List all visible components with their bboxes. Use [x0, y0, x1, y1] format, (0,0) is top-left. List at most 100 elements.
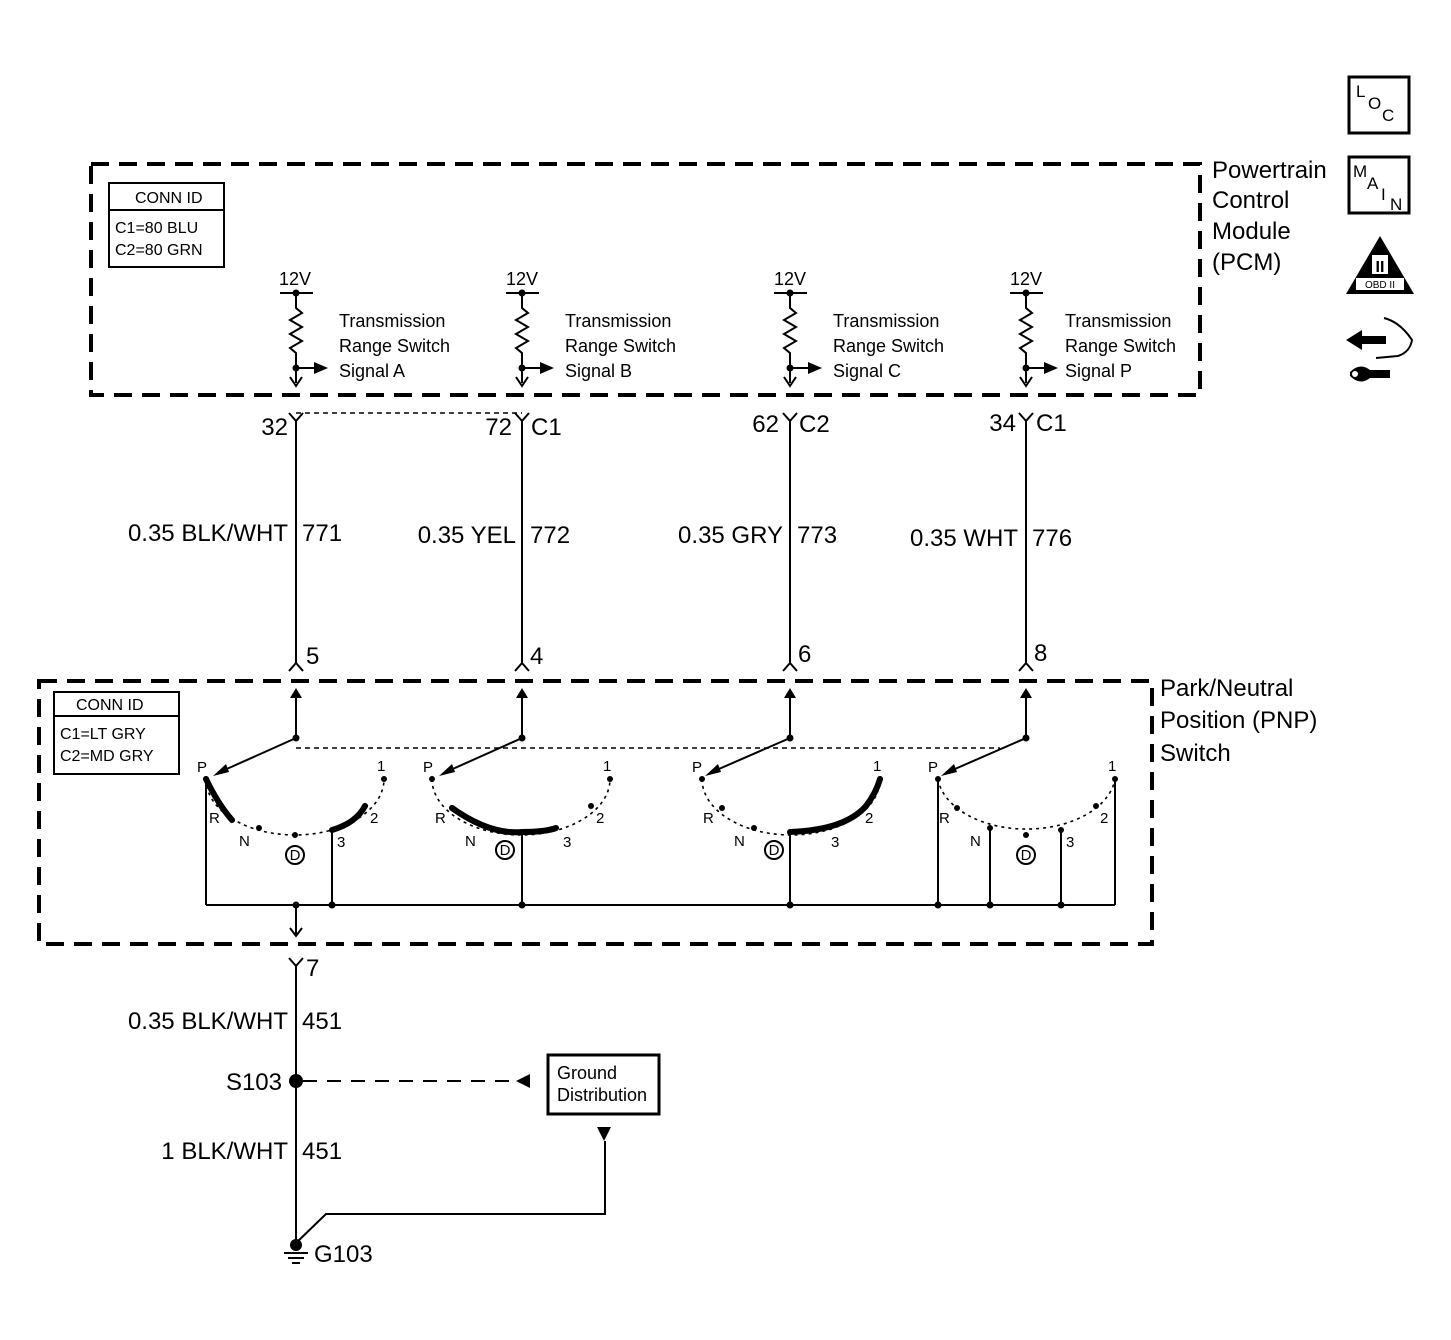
position-label-3: 3	[337, 834, 345, 851]
position-label-n: N	[239, 833, 250, 850]
svg-text:O: O	[1368, 94, 1381, 113]
signal-label-line-1: Transmission	[339, 311, 445, 331]
position-label-n: N	[734, 833, 745, 850]
ground-symbol-icon	[284, 1239, 308, 1264]
signal-label-line-1: Transmission	[565, 311, 671, 331]
pcm-connector-label: C2	[799, 411, 830, 438]
ground-wire-2-circuit: 451	[302, 1138, 342, 1165]
wire-gauge-color: 0.35 YEL	[418, 522, 516, 549]
wire-gauge-color: 0.35 WHT	[910, 525, 1018, 552]
pcm-title-line-3: Module	[1212, 218, 1291, 245]
signal-wires: 0.35 BLK/WHT 771 0.35 YEL 772 0.35 GRY 7…	[128, 421, 1072, 664]
pcm-title-line-4: (PCM)	[1212, 249, 1281, 276]
pcm-title-line-2: Control	[1212, 187, 1289, 214]
voltage-label: 12V	[506, 269, 538, 289]
signal-label-line-1: Transmission	[1065, 311, 1171, 331]
pnp-contact-p: P R N D 3 2 1	[928, 688, 1118, 909]
splice-label: S103	[226, 1069, 282, 1096]
signal-label-line-2: Range Switch	[339, 336, 450, 356]
wire-circuit-number: 773	[797, 522, 837, 549]
pnp-conn-id-title: CONN ID	[76, 697, 144, 714]
wire-circuit-number: 771	[302, 520, 342, 547]
position-label-1: 1	[603, 758, 611, 775]
pnp-title-line-2: Position (PNP)	[1160, 707, 1317, 734]
signal-label-line-3: Signal P	[1065, 361, 1132, 381]
position-label-2: 2	[370, 810, 378, 827]
svg-text:C: C	[1382, 106, 1394, 125]
position-label-2: 2	[865, 810, 873, 827]
position-label-d: D	[500, 842, 511, 859]
wire-circuit-number: 776	[1032, 525, 1072, 552]
signal-label-line-3: Signal C	[833, 361, 901, 381]
diagnostic-tool-icon[interactable]	[1346, 317, 1414, 382]
pnp-pin-label: 4	[530, 643, 543, 670]
position-label-3: 3	[1066, 834, 1074, 851]
svg-text:A: A	[1367, 174, 1379, 193]
position-label-n: N	[465, 833, 476, 850]
position-label-r: R	[703, 810, 714, 827]
position-label-p: P	[692, 759, 702, 776]
obd-ii-icon[interactable]: II OBD II	[1346, 236, 1414, 294]
pcm-signal-c: 12V Transmission Range Switch Signal C	[774, 269, 944, 388]
pnp-conn-id: CONN ID C1=LT GRY C2=MD GRY	[53, 691, 180, 775]
pcm-signal-p: 12V Transmission Range Switch Signal P	[1010, 269, 1176, 388]
signal-label-line-2: Range Switch	[565, 336, 676, 356]
pnp-conn-id-line-2: C2=MD GRY	[60, 748, 154, 765]
wire-circuit-number: 772	[530, 522, 570, 549]
ground-distribution-box: Ground Distribution	[546, 1053, 661, 1116]
splice-s103	[289, 1074, 303, 1088]
ground-pin-label: 7	[306, 955, 319, 982]
pnp-connector-pins: 5 4 6 8	[288, 640, 1047, 672]
pcm-pin-label: 32	[261, 414, 288, 441]
position-label-1: 1	[1108, 758, 1116, 775]
position-label-2: 2	[1100, 810, 1108, 827]
pnp-pin-label: 5	[306, 643, 319, 670]
signal-label-line-2: Range Switch	[833, 336, 944, 356]
position-label-r: R	[209, 810, 220, 827]
pnp-title-line-1: Park/Neutral	[1160, 675, 1293, 702]
position-label-d: D	[290, 847, 301, 864]
position-label-2: 2	[596, 810, 604, 827]
pcm-conn-id: CONN ID C1=80 BLU C2=80 GRN	[108, 182, 225, 268]
position-label-d: D	[1021, 847, 1032, 864]
ground-circuit: 7 0.35 BLK/WHT 451 S103 Ground Distribut…	[128, 955, 661, 1268]
svg-text:L: L	[1356, 82, 1365, 101]
pnp-contact-a: P R N D 3 2 1	[197, 688, 387, 909]
pcm-connector-label: C1	[1036, 410, 1067, 437]
main-icon[interactable]: M A I N	[1347, 155, 1411, 215]
pcm-pin-label: 72	[485, 414, 512, 441]
ground-wire-1-gauge-color: 0.35 BLK/WHT	[128, 1008, 288, 1035]
svg-text:OBD II: OBD II	[1365, 280, 1395, 291]
pcm-conn-id-line-1: C1=80 BLU	[115, 220, 198, 237]
pcm-outline	[89, 162, 1202, 397]
voltage-label: 12V	[1010, 269, 1042, 289]
svg-text:II: II	[1376, 259, 1385, 276]
pnp-title-line-3: Switch	[1160, 740, 1231, 767]
signal-label-line-3: Signal A	[339, 361, 405, 381]
pcm-title-line-1: Powertrain	[1212, 157, 1327, 184]
position-label-1: 1	[873, 758, 881, 775]
svg-text:M: M	[1353, 162, 1367, 181]
svg-text:N: N	[1390, 195, 1402, 214]
position-label-p: P	[197, 759, 207, 776]
signal-label-line-1: Transmission	[833, 311, 939, 331]
loc-icon[interactable]: L O C	[1347, 75, 1411, 135]
pnp-pin-label: 8	[1034, 640, 1047, 667]
position-label-p: P	[928, 759, 938, 776]
pcm-pin-label: 62	[752, 411, 779, 438]
position-label-d: D	[769, 842, 780, 859]
pcm-connector-label: C1	[531, 414, 562, 441]
ground-wire-1-circuit: 451	[302, 1008, 342, 1035]
pnp-contact-b: P R N D 3 2 1	[423, 688, 613, 909]
pcm-conn-id-line-2: C2=80 GRN	[115, 242, 203, 259]
position-label-n: N	[970, 833, 981, 850]
pnp-switch: Park/Neutral Position (PNP) Switch CONN …	[37, 675, 1317, 946]
pnp-pin-label: 6	[798, 641, 811, 668]
pnp-contact-c: P R N D 3 2 1	[692, 688, 883, 909]
wire-gauge-color: 0.35 BLK/WHT	[128, 520, 288, 547]
svg-text:I: I	[1381, 185, 1386, 204]
ground-distribution-line-2: Distribution	[557, 1085, 647, 1105]
pnp-outline	[37, 679, 1154, 946]
pcm-connector-pins: 32 72 C1 62 C2 34 C1	[261, 410, 1066, 441]
